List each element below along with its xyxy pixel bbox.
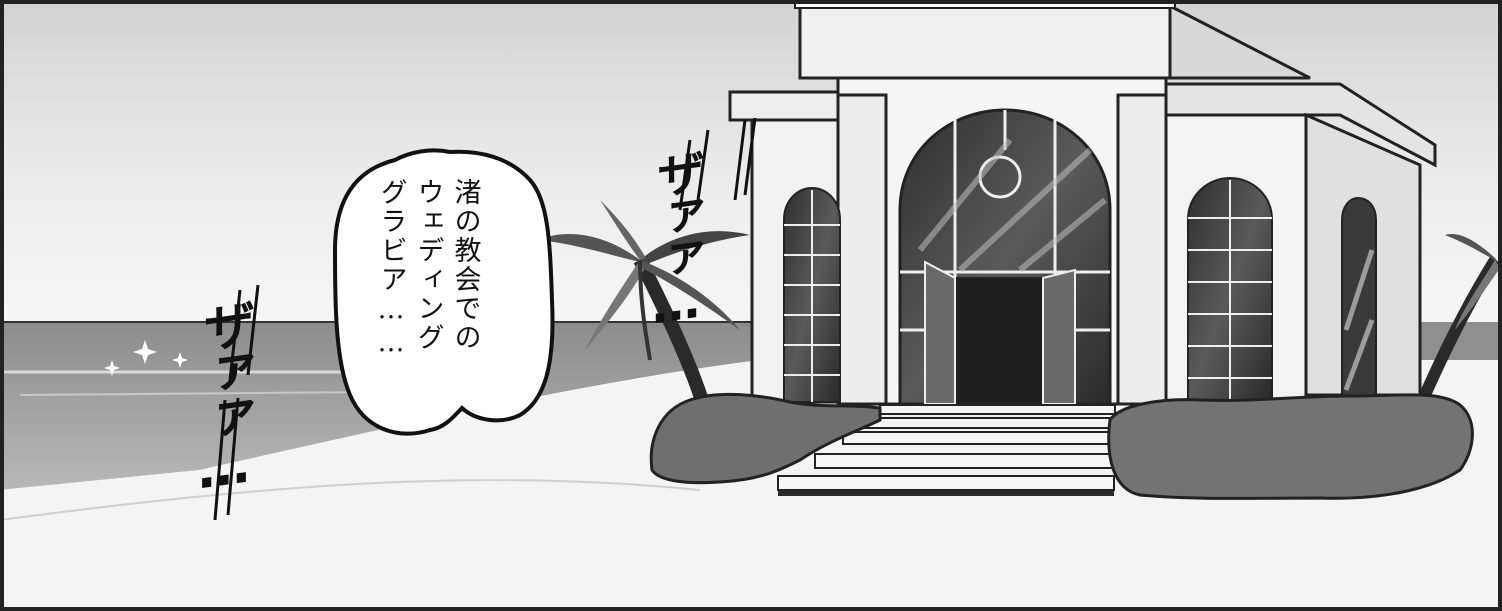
speech-line-3: グラビア…… <box>375 178 407 360</box>
sfx-strokes <box>213 117 757 521</box>
sea-sparkles <box>104 340 188 376</box>
sfx-wave-left: ザァァ… <box>194 295 254 497</box>
speech-line-2: ウェディング <box>412 178 444 352</box>
church-steps <box>777 404 1116 496</box>
speech-bubble: 渚の教会での ウェディング グラビア…… <box>358 178 498 418</box>
speech-bubble-shape <box>332 148 555 436</box>
bush-right <box>1107 393 1474 500</box>
palm-tree-right <box>1419 234 1501 398</box>
bush-left <box>649 392 882 485</box>
church-building <box>728 0 1437 407</box>
church-door <box>954 277 1044 405</box>
sfx-wave-right: ザァァ… <box>648 146 704 330</box>
speech-line-1: 渚の教会での <box>449 178 481 352</box>
palm-tree-left <box>540 200 750 413</box>
